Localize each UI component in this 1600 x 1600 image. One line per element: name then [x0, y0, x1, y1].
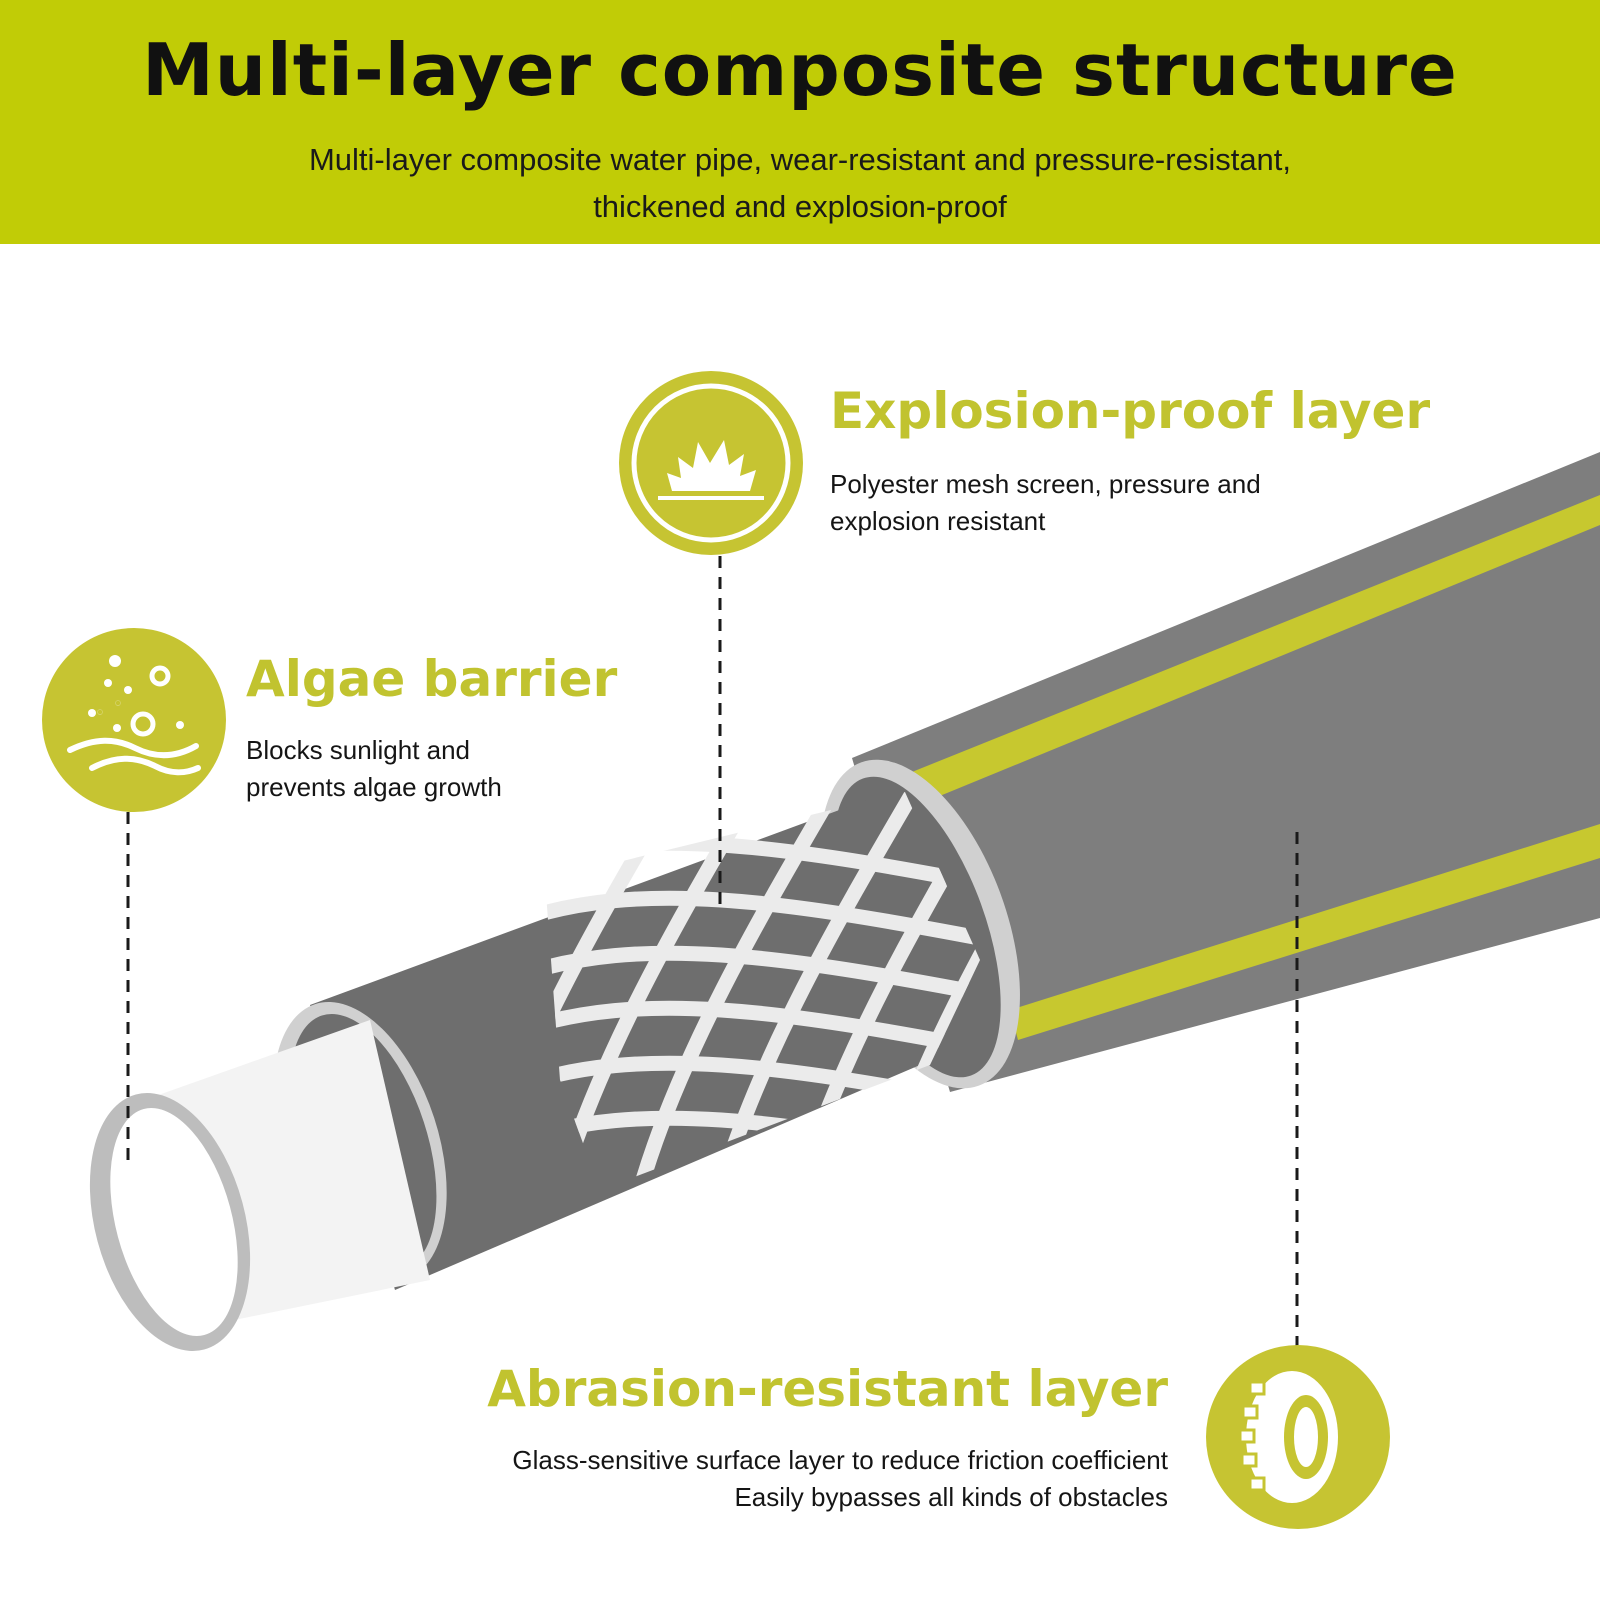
explosion-proof-desc-line-2: explosion resistant: [830, 506, 1046, 536]
abrasion-resistant-desc-line-2: Easily bypasses all kinds of obstacles: [734, 1482, 1168, 1512]
inner-tube: [89, 1020, 430, 1351]
algae-barrier-description: Blocks sunlight and prevents algae growt…: [246, 732, 502, 806]
page-title: Multi-layer composite structure: [142, 28, 1458, 112]
explosion-proof-description: Polyester mesh screen, pressure and expl…: [830, 466, 1261, 540]
tire-icon: [1206, 1345, 1390, 1529]
leader-lines: [126, 556, 1299, 1346]
stripe-bottom: [1010, 824, 1600, 1040]
explosion-icon: [619, 371, 803, 555]
abrasion-resistant-desc-line-1: Glass-sensitive surface layer to reduce …: [512, 1445, 1168, 1475]
header-banner: Multi-layer composite structure Multi-la…: [0, 0, 1600, 244]
algae-barrier-heading: Algae barrier: [246, 650, 618, 708]
algae-barrier-desc-line-2: prevents algae growth: [246, 772, 502, 802]
abrasion-resistant-heading: Abrasion-resistant layer: [487, 1360, 1168, 1418]
page-subtitle: Multi-layer composite water pipe, wear-r…: [0, 136, 1600, 230]
explosion-proof-heading: Explosion-proof layer: [830, 382, 1431, 440]
abrasion-resistant-description: Glass-sensitive surface layer to reduce …: [512, 1442, 1168, 1516]
subtitle-line-2: thickened and explosion-proof: [593, 189, 1007, 224]
algae-icon: [42, 628, 226, 812]
algae-barrier-desc-line-1: Blocks sunlight and: [246, 735, 471, 765]
subtitle-line-1: Multi-layer composite water pipe, wear-r…: [308, 142, 1292, 177]
stripe-top: [902, 495, 1600, 800]
explosion-proof-desc-line-1: Polyester mesh screen, pressure and: [830, 469, 1261, 499]
